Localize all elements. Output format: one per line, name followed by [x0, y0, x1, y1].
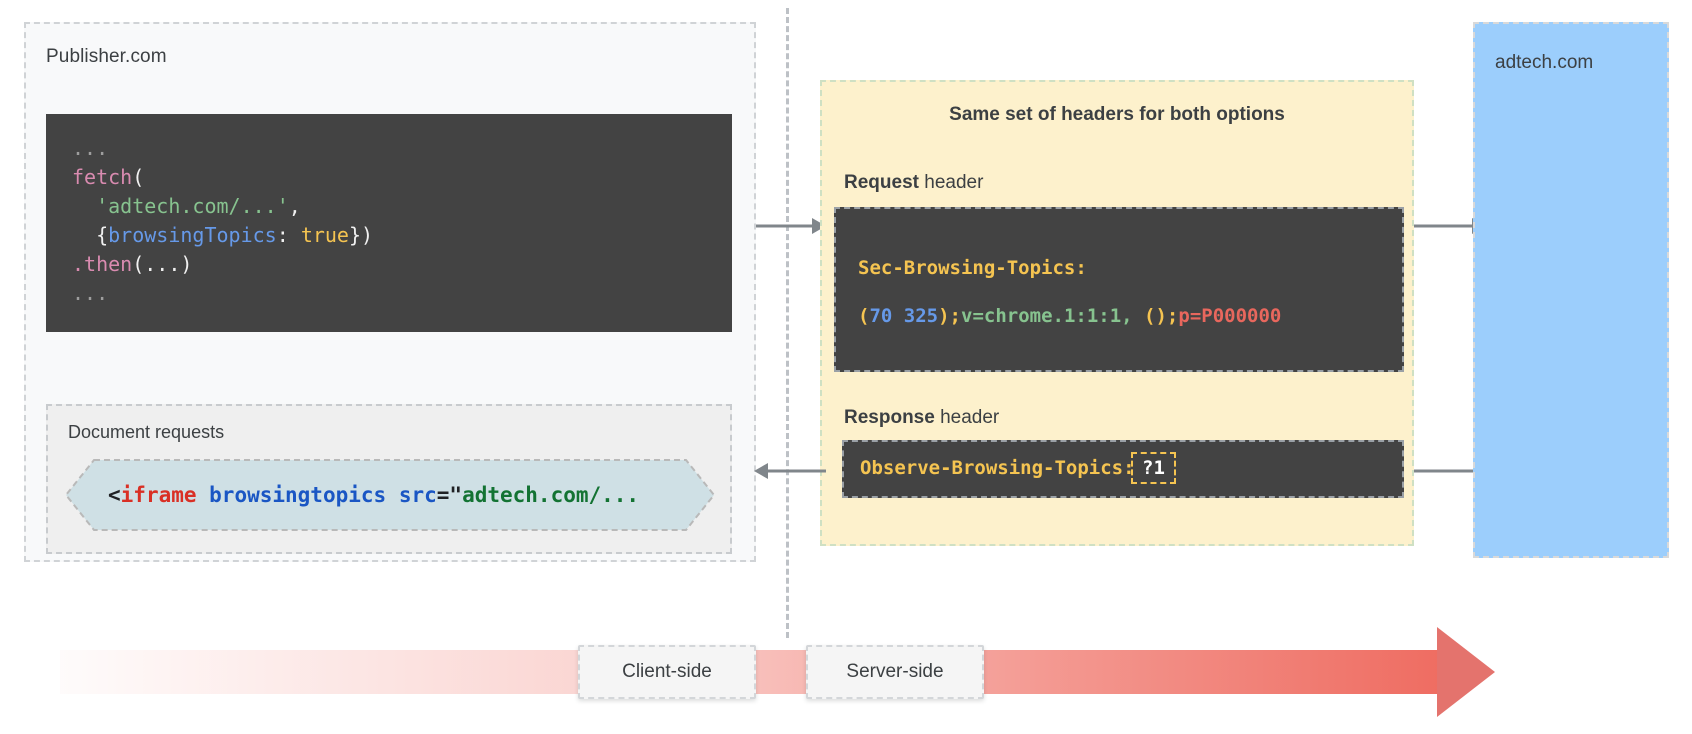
document-requests-panel: Document requests <iframe browsingtopics… — [46, 404, 732, 554]
headers-panel-title: Same set of headers for both options — [949, 104, 1285, 125]
request-header-value: (70 325);v=chrome.1:1:1, ();p=P000000 — [858, 305, 1281, 327]
iframe-token-equals: = — [436, 483, 450, 507]
client-side-chip: Client-side — [578, 645, 756, 699]
arrow-publisher-to-request-icon — [756, 218, 826, 234]
iframe-token-tagname: iframe — [120, 483, 197, 507]
iframe-token-src-value: adtech.com/... — [462, 483, 640, 507]
code-token-fetch: fetch — [72, 165, 133, 189]
iframe-token-quote: " — [449, 483, 463, 507]
request-header-box: Sec-Browsing-Topics: (70 325);v=chrome.1… — [834, 207, 1404, 372]
reqval-semicolon-1: ; — [949, 305, 961, 327]
response-header-name: Observe-Browsing-Topics: — [860, 457, 1135, 479]
document-requests-label: Document requests — [68, 422, 225, 442]
client-server-divider — [786, 8, 789, 638]
iframe-snippet-hexagon: <iframe browsingtopics src="adtech.com/.… — [64, 458, 716, 532]
code-token-then: then — [84, 252, 133, 276]
reqval-version: v=chrome.1:1:1, — [961, 305, 1145, 327]
headers-panel: Same set of headers for both options Req… — [820, 80, 1414, 546]
reqval-close-paren: ) — [938, 305, 950, 327]
reqval-topic-ids: 70 325 — [869, 305, 939, 327]
code-token-brace-close: }) — [348, 223, 374, 247]
code-token-ellipsis-top: ... — [72, 136, 109, 160]
code-token-true: true — [300, 223, 349, 247]
iframe-token-src-attr: src — [398, 483, 437, 507]
code-token-brace-open: { — [96, 223, 109, 247]
response-header-value-highlight: ?1 — [1131, 452, 1176, 484]
server-side-chip: Server-side — [806, 645, 984, 699]
arrow-response-to-publisher-icon — [754, 463, 826, 479]
iframe-token-browsingtopics-attr: browsingtopics — [196, 483, 399, 507]
response-header-box: Observe-Browsing-Topics: ?1 — [842, 440, 1404, 498]
reqval-open-paren: ( — [858, 305, 870, 327]
code-token-then-args: (...) — [132, 252, 193, 276]
response-header-caption: Response header — [844, 407, 999, 429]
adtech-panel-label: adtech.com — [1495, 52, 1594, 73]
publisher-panel-label: Publisher.com — [46, 46, 167, 67]
code-token-ellipsis-bottom: ... — [72, 281, 109, 305]
reqval-padding: p=P000000 — [1178, 305, 1282, 327]
request-header-name: Sec-Browsing-Topics: — [858, 257, 1087, 279]
timeline-arrowhead-icon — [1437, 627, 1495, 717]
iframe-token-angle: < — [108, 483, 121, 507]
code-token-open-paren: ( — [132, 165, 145, 189]
iframe-code-text: <iframe browsingtopics src="adtech.com/.… — [108, 458, 639, 532]
request-header-caption-bold: Request — [844, 172, 919, 193]
adtech-panel: adtech.com — [1473, 22, 1669, 558]
code-token-dot: . — [72, 252, 85, 276]
response-header-caption-bold: Response — [844, 407, 935, 428]
response-header-caption-rest: header — [934, 407, 1000, 428]
fetch-code-block: ... fetch( 'adtech.com/...', {browsingTo… — [46, 114, 732, 332]
code-token-comma: , — [288, 194, 301, 218]
publisher-panel: Publisher.com ... fetch( 'adtech.com/...… — [24, 22, 756, 562]
code-token-url-string: 'adtech.com/...' — [96, 194, 289, 218]
request-header-caption-rest: header — [918, 172, 984, 193]
reqval-empty-paren: () — [1144, 305, 1167, 327]
reqval-semicolon-2: ; — [1166, 305, 1179, 327]
request-header-caption: Request header — [844, 172, 983, 194]
hexagon-shape-icon — [64, 459, 716, 531]
code-token-browsingtopics-prop: browsingTopics — [108, 223, 277, 247]
code-token-colon: : — [276, 223, 301, 247]
